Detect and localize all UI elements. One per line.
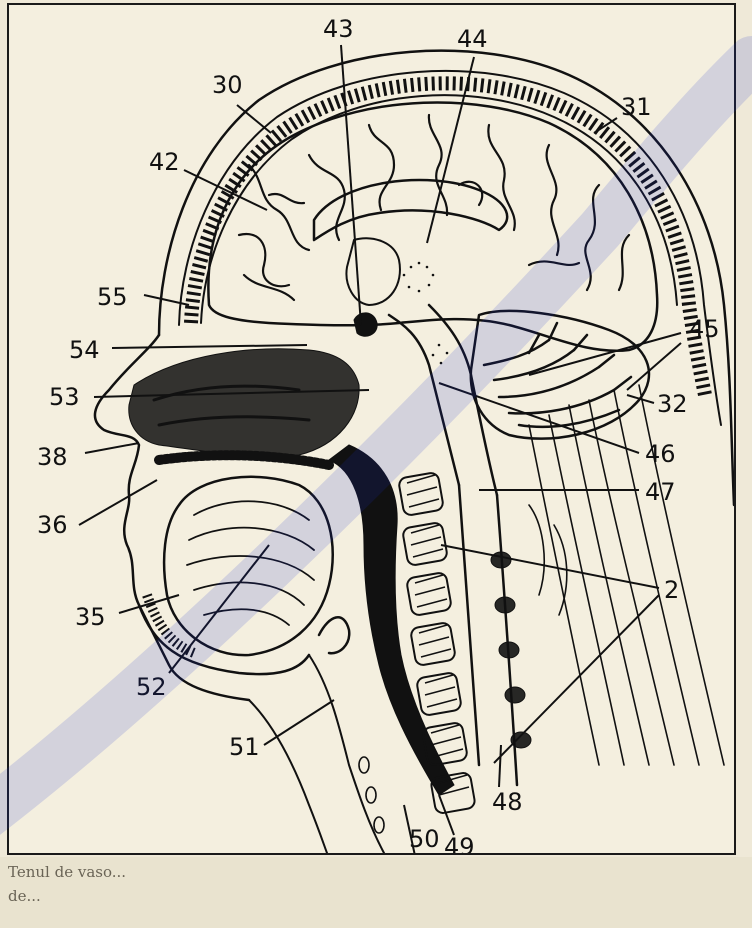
- label-51: 51: [229, 733, 260, 761]
- larynx: [309, 655, 384, 853]
- epiglottis: [319, 617, 349, 653]
- ventricle-dots: [403, 262, 449, 365]
- label-49: 49: [444, 833, 475, 853]
- cerebellum-outline: [471, 311, 649, 439]
- label-42: 42: [149, 148, 180, 176]
- pharynx: [329, 445, 454, 795]
- label-52: 52: [136, 673, 167, 701]
- pituitary: [354, 313, 377, 336]
- hard-palate: [159, 455, 329, 465]
- trachea-rings: [359, 757, 384, 833]
- label-45: 45: [689, 315, 720, 343]
- neck-muscle-lines: [529, 385, 724, 765]
- page-text-line-2: de...: [8, 887, 41, 905]
- spinal-cord: [459, 485, 517, 785]
- spinous-processes: [491, 552, 531, 748]
- label-46: 46: [645, 440, 676, 468]
- label-54: 54: [69, 336, 100, 364]
- label-48: 48: [492, 788, 523, 816]
- neck-front: [249, 700, 327, 853]
- thalamus-outline: [346, 238, 400, 305]
- label-30: 30: [212, 71, 243, 99]
- page-text-line-1: Tenul de vaso...: [8, 863, 126, 881]
- label-35: 35: [75, 603, 106, 631]
- label-32: 32: [657, 390, 688, 418]
- head-sagittal-section-diagram: 30 31 43 44 42 55 54 45 53 32 38 46 47 3…: [9, 5, 734, 853]
- tongue: [164, 477, 333, 655]
- nasal-cavity-mass: [129, 349, 359, 457]
- cerebrum-outline: [208, 102, 657, 350]
- label-36: 36: [37, 511, 68, 539]
- label-53: 53: [49, 383, 80, 411]
- diagram-frame: 30 31 43 44 42 55 54 45 53 32 38 46 47 3…: [7, 3, 736, 855]
- label-55: 55: [97, 283, 128, 311]
- page-text-strip: Tenul de vaso... de...: [0, 857, 752, 928]
- label-47: 47: [645, 478, 676, 506]
- brainstem: [389, 305, 497, 495]
- label-43: 43: [323, 15, 354, 43]
- tongue-muscle-lines: [187, 501, 314, 625]
- label-38: 38: [37, 443, 68, 471]
- label-44: 44: [457, 25, 488, 53]
- label-31: 31: [621, 93, 652, 121]
- label-50: 50: [409, 825, 440, 853]
- gyri: [239, 115, 629, 300]
- label-2: 2: [664, 576, 679, 604]
- lower-jaw: [139, 605, 309, 674]
